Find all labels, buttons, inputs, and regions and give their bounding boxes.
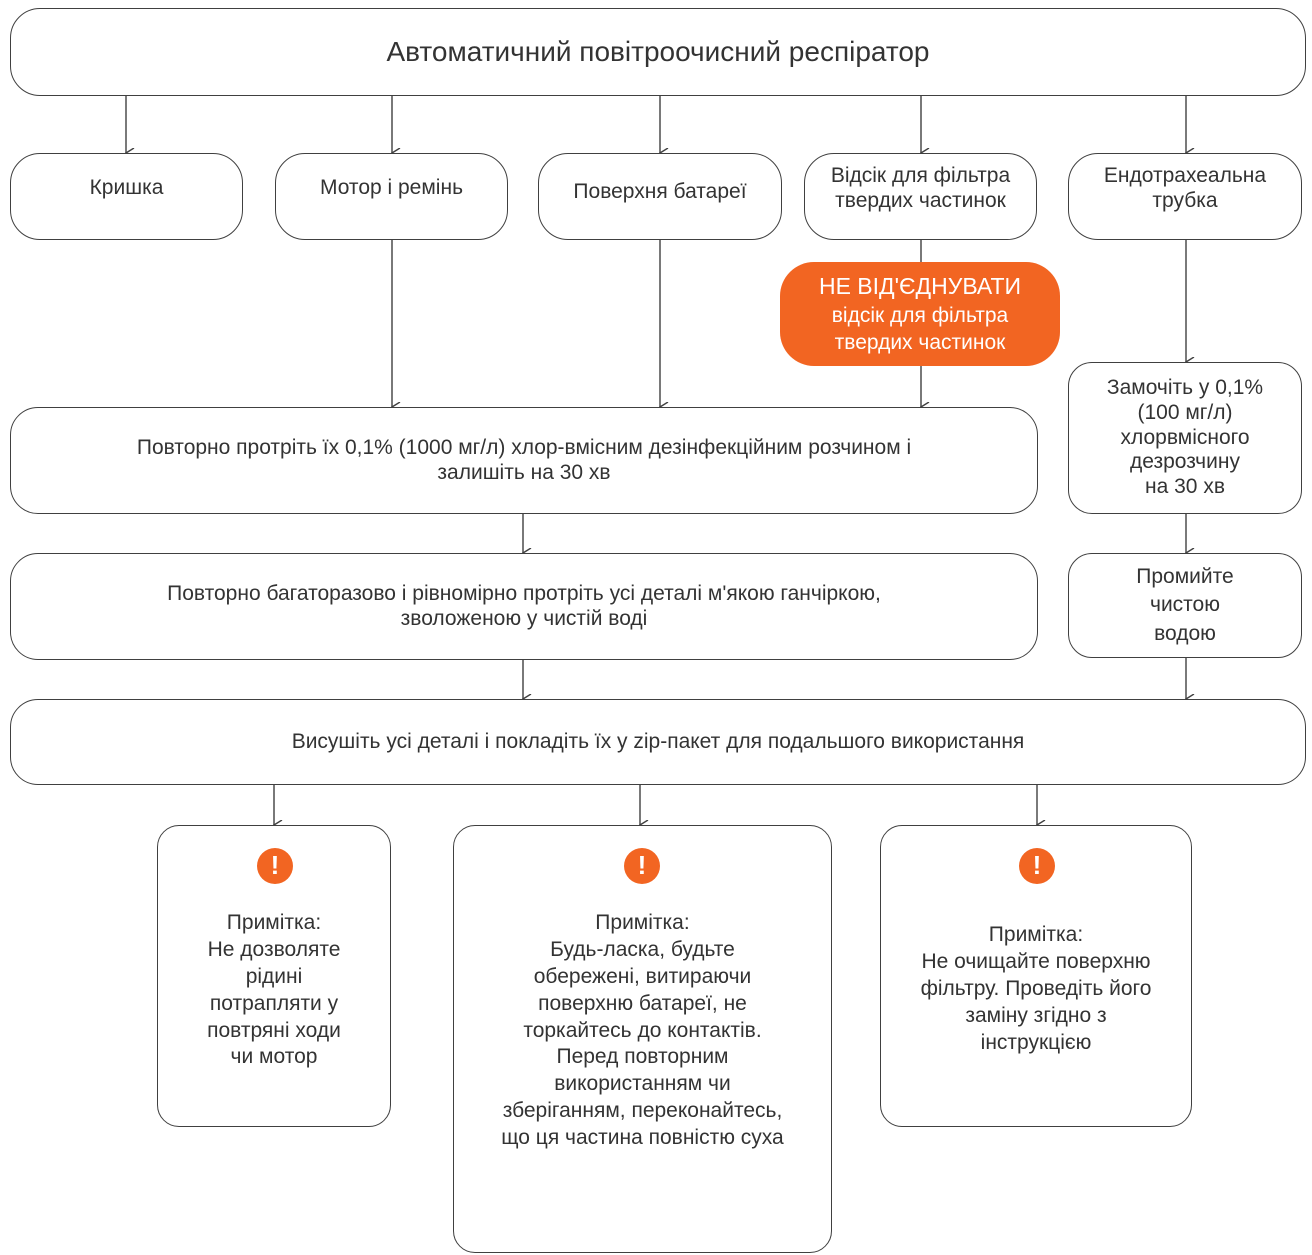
- note-line: зберіганням, переконайтесь,: [502, 1099, 783, 1123]
- step-line: Висушіть усі деталі і покладіть їх у zip…: [291, 729, 1025, 753]
- note-line: Будь-ласка, будьте: [550, 937, 735, 961]
- step-line: водою: [1154, 621, 1216, 645]
- component-label: трубка: [1152, 188, 1218, 212]
- note-line: заміну згідно з: [965, 1003, 1107, 1027]
- note-line: фільтру. Проведіть його: [920, 976, 1152, 1000]
- dry-step: Висушіть усі деталі і покладіть їх у zip…: [10, 699, 1306, 785]
- component-label: Ендотрахеальна: [1103, 164, 1267, 187]
- component-motor-belt: Мотор і ремінь: [275, 153, 508, 240]
- note-line: повтряні ходи: [207, 1018, 341, 1042]
- step-line: Промийте: [1136, 564, 1234, 588]
- step-line: Замочіть у 0,1%: [1106, 376, 1264, 400]
- component-label: Поверхня батареї: [573, 180, 747, 203]
- note-line: Примітка:: [988, 923, 1084, 946]
- component-label: Мотор і ремінь: [319, 176, 464, 199]
- step-line: дезрозчину: [1130, 450, 1240, 474]
- note-line: Не очищайте поверхню: [921, 949, 1151, 973]
- note-line: обережені, витираючи: [533, 964, 752, 988]
- note-box-filter: ! Примітка: Не очищайте поверхню фільтру…: [880, 825, 1192, 1127]
- wipe-chlorine-step: Повторно протріть їх 0,1% (1000 мг/л) хл…: [10, 407, 1038, 514]
- step-line: зволоженою у чистій воді: [400, 606, 648, 630]
- component-cover: Кришка: [10, 153, 243, 240]
- alert-icon: !: [257, 848, 293, 884]
- note-line: торкайтесь до контактів.: [523, 1018, 762, 1042]
- note-line: рідині: [245, 964, 303, 988]
- warning-line: відсік для фільтра: [831, 303, 1009, 327]
- note-line: Примітка:: [595, 911, 690, 934]
- step-line: Повторно протріть їх 0,1% (1000 мг/л) хл…: [136, 435, 912, 459]
- step-line: залишіть на 30 хв: [437, 460, 611, 484]
- component-filter-compartment: Відсік для фільтра твердих частинок: [804, 153, 1037, 240]
- note-line: поверхню батареї, не: [538, 991, 747, 1015]
- step-line: Повторно багаторазово і рівномірно протр…: [167, 581, 881, 605]
- alert-icon: !: [624, 848, 660, 884]
- step-line: чистою: [1150, 593, 1220, 617]
- diagram-title: Автоматичний повітроочисний респіратор: [386, 36, 930, 68]
- note-line: Перед повторним: [556, 1045, 729, 1069]
- component-battery-surface: Поверхня батареї: [538, 153, 782, 240]
- note-line: що ця частина повністю суха: [501, 1126, 784, 1149]
- title-box: Автоматичний повітроочисний респіратор: [10, 8, 1306, 96]
- step-line: хлорвмісного: [1120, 425, 1250, 449]
- note-line: інструкцією: [980, 1030, 1092, 1054]
- tube-rinse-step: Промийте чистою водою: [1068, 553, 1302, 658]
- note-box-battery: ! Примітка: Будь-ласка, будьте обережені…: [453, 825, 832, 1253]
- step-line: на 30 хв: [1145, 475, 1225, 499]
- note-line: Примітка:: [226, 911, 322, 934]
- note-box-motor: ! Примітка: Не дозволяте рідині потрапля…: [157, 825, 391, 1127]
- note-line: потрапляти у: [209, 991, 339, 1015]
- do-not-disconnect-warning: НЕ ВІД'ЄДНУВАТИ відсік для фільтра тверд…: [780, 262, 1060, 366]
- warning-line: НЕ ВІД'ЄДНУВАТИ: [818, 272, 1022, 299]
- alert-icon: !: [1019, 848, 1055, 884]
- note-line: чи мотор: [230, 1045, 318, 1069]
- component-label: Кришка: [89, 176, 164, 199]
- component-label: Відсік для фільтра: [830, 164, 1011, 187]
- note-line: Не дозволяте: [207, 937, 341, 961]
- component-label: твердих частинок: [835, 188, 1006, 212]
- warning-line: твердих частинок: [834, 330, 1006, 354]
- wipe-water-step: Повторно багаторазово і рівномірно протр…: [10, 553, 1038, 660]
- component-endotracheal-tube: Ендотрахеальна трубка: [1068, 153, 1302, 240]
- step-line: (100 мг/л): [1137, 400, 1233, 424]
- tube-soak-step: Замочіть у 0,1% (100 мг/л) хлорвмісного …: [1068, 362, 1302, 514]
- note-line: використанням чи: [554, 1072, 731, 1096]
